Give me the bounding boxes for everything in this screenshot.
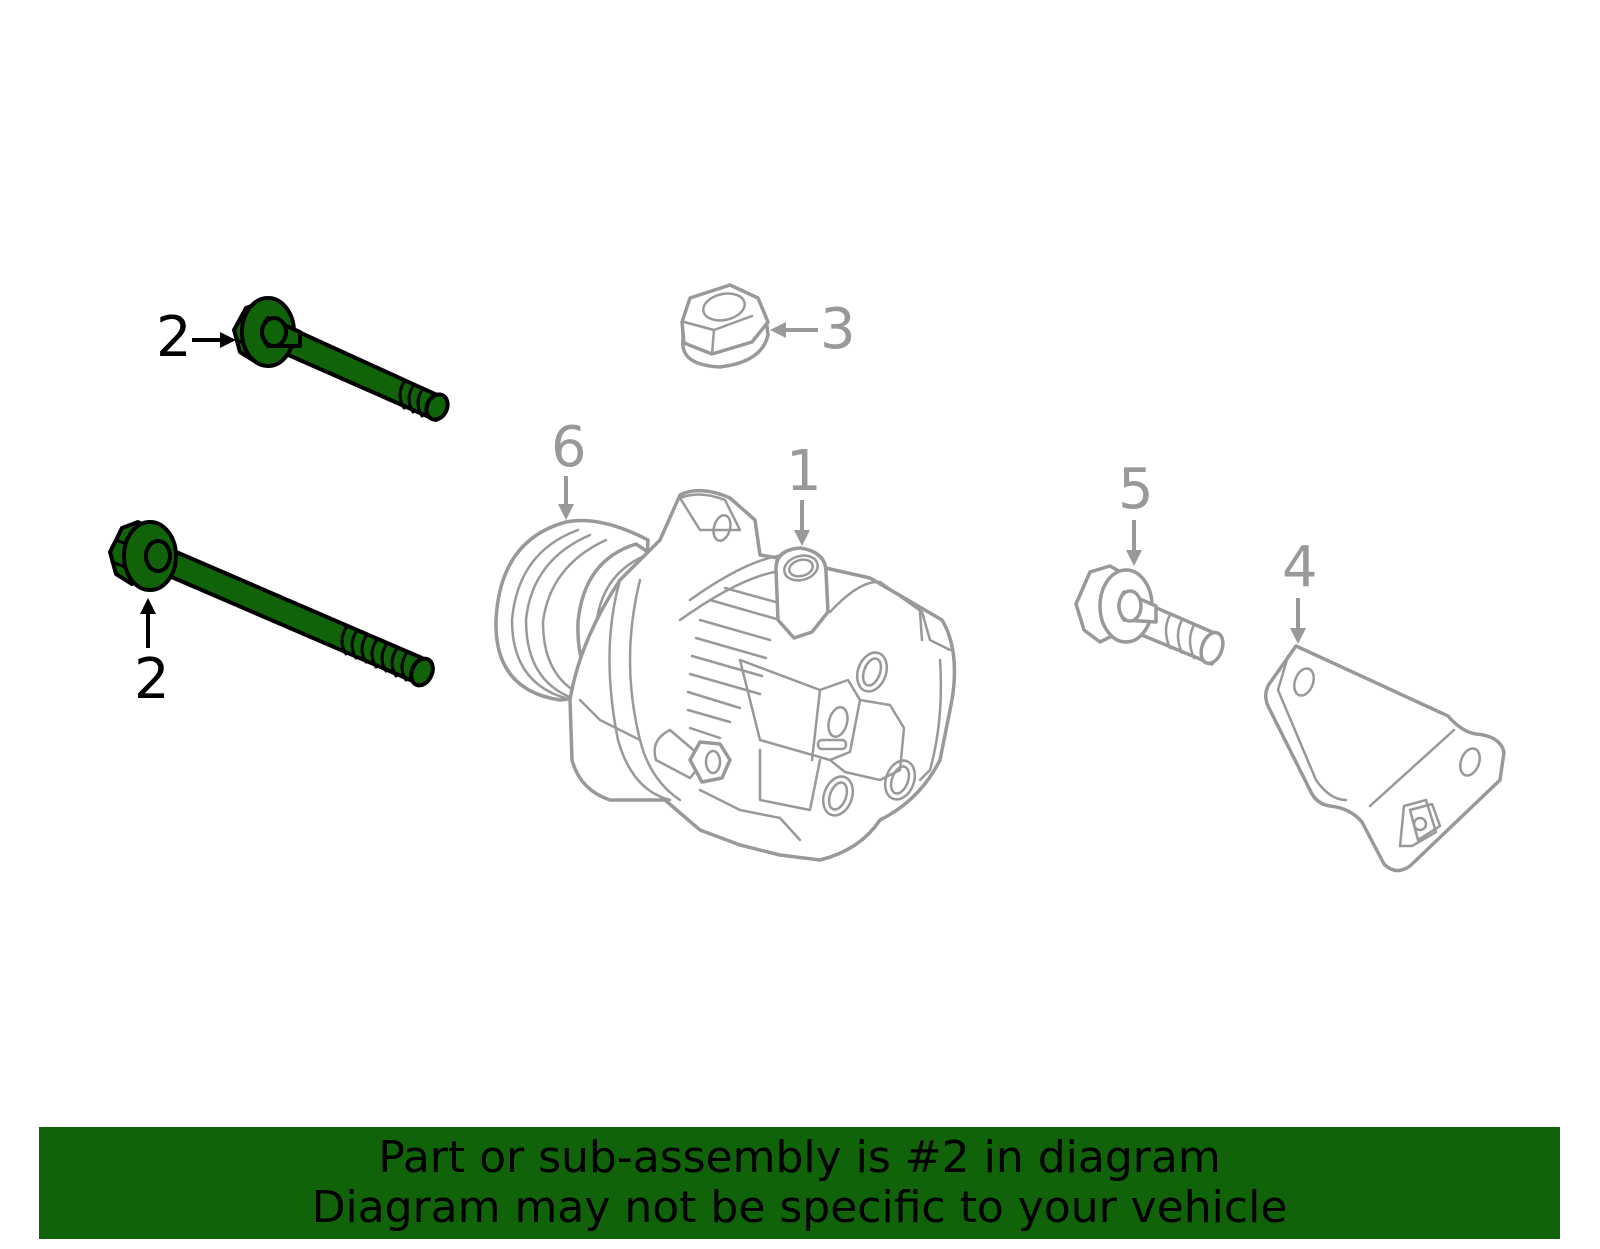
flange-bolt[interactable] [1074,564,1227,666]
callout-label-5: 5 [1118,457,1154,522]
callout-label-1: 1 [786,439,822,504]
callout-arrow-4 [1290,598,1306,644]
callout-arrow-2b [140,598,156,648]
info-banner: Part or sub-assembly is #2 in diagram Di… [39,1127,1560,1239]
bracket[interactable] [1264,644,1506,873]
callout-arrow-5 [1126,520,1142,566]
bolt-long-highlighted[interactable] [108,520,437,689]
callout-arrow-6 [558,476,574,520]
callout-label-2a: 2 [156,305,192,370]
callout-arrow-1 [794,500,810,546]
callout-arrow-3 [770,322,818,338]
compressor-body[interactable] [568,488,957,862]
callout-label-4: 4 [1282,535,1318,600]
callout-label-6: 6 [551,415,587,480]
callout-label-2b: 2 [134,647,170,712]
callout-arrow-2a [192,332,236,348]
flange-nut[interactable] [680,283,770,369]
banner-line-disclaimer: Diagram may not be specific to your vehi… [311,1182,1288,1233]
callout-label-3: 3 [820,297,856,362]
bolt-short-highlighted[interactable] [232,296,452,423]
banner-line-part: Part or sub-assembly is #2 in diagram [378,1132,1221,1183]
